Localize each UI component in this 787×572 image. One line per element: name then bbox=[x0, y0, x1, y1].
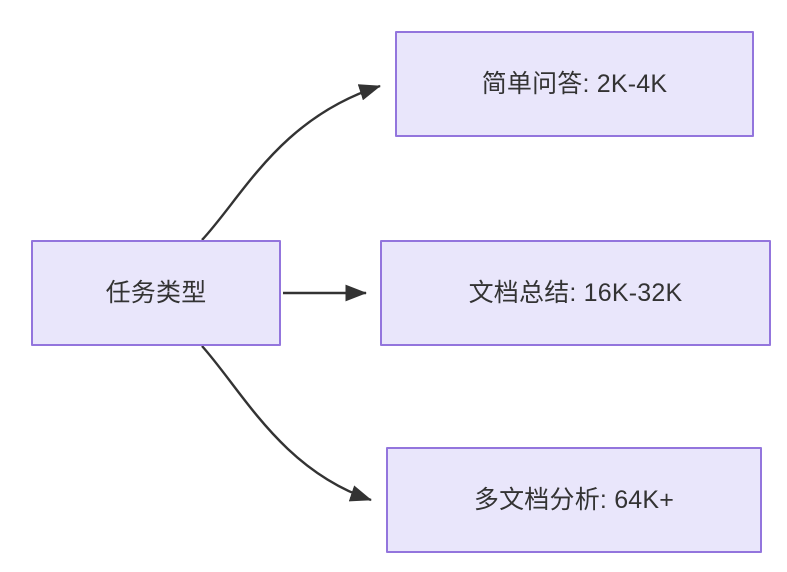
node-simple-qa[interactable]: 简单问答: 2K-4K bbox=[395, 31, 754, 137]
node-label: 文档总结: 16K-32K bbox=[468, 279, 683, 307]
node-task-type[interactable]: 任务类型 bbox=[31, 240, 281, 346]
edge-source-multidoc bbox=[201, 345, 372, 502]
edge-source-simple bbox=[201, 84, 381, 241]
node-multi-document-analysis[interactable]: 多文档分析: 64K+ bbox=[386, 447, 762, 553]
node-document-summary[interactable]: 文档总结: 16K-32K bbox=[380, 240, 771, 346]
node-label: 任务类型 bbox=[105, 279, 207, 307]
node-label: 多文档分析: 64K+ bbox=[473, 486, 675, 514]
node-label: 简单问答: 2K-4K bbox=[481, 70, 668, 98]
